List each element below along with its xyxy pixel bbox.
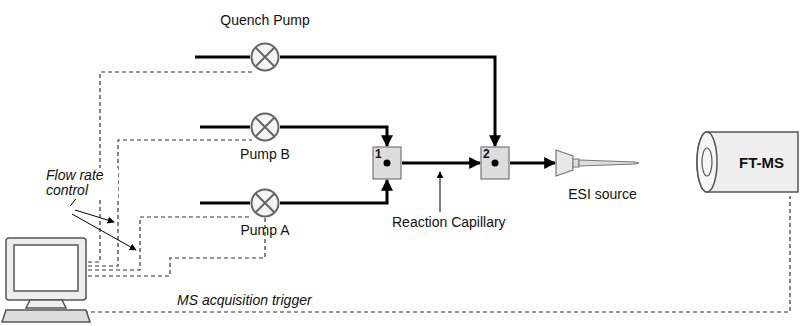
trigger-wire xyxy=(70,196,790,312)
shape-outline xyxy=(555,148,640,178)
computer-icon xyxy=(2,238,90,322)
shape-outline xyxy=(250,112,280,142)
node-label: ESI source xyxy=(568,186,636,202)
control-wire xyxy=(88,72,252,262)
pump-symbol: Pump B xyxy=(250,112,280,142)
flow-line xyxy=(280,180,387,203)
flow-line xyxy=(280,127,387,146)
signal-label: Flow rate control xyxy=(44,168,118,199)
ft-ms-cylinder: FT-MS xyxy=(695,130,800,194)
shape-outline xyxy=(250,188,280,218)
part-label: Reaction Capillary xyxy=(390,214,508,230)
esi-source: ESI source xyxy=(555,148,640,178)
inlet-line xyxy=(200,126,250,129)
flow-line xyxy=(402,162,480,165)
mixing-tee: 1 xyxy=(372,146,402,180)
quench-pump: Quench Pump xyxy=(250,42,280,72)
control-wire xyxy=(88,217,252,270)
shape-outline xyxy=(250,42,280,72)
control-wire xyxy=(88,218,265,276)
flow-line xyxy=(510,162,555,165)
pointer-line xyxy=(440,172,441,212)
mixing-tee: 2 xyxy=(480,146,510,180)
pointer-line xyxy=(75,210,114,222)
inlet-line xyxy=(200,202,250,205)
node-label: 1 xyxy=(375,147,382,161)
node-label: 2 xyxy=(483,147,490,161)
flow-line xyxy=(280,57,495,146)
pump-symbol: Pump A xyxy=(250,188,280,218)
node-label: FT-MS xyxy=(739,154,784,171)
node-label: Quench Pump xyxy=(220,12,310,28)
node-label: Pump B xyxy=(240,146,290,162)
control-wire xyxy=(88,140,252,266)
signal-label: MS acquisition trigger xyxy=(175,292,314,308)
inlet-line xyxy=(195,56,250,59)
node-label: Pump A xyxy=(240,222,289,238)
